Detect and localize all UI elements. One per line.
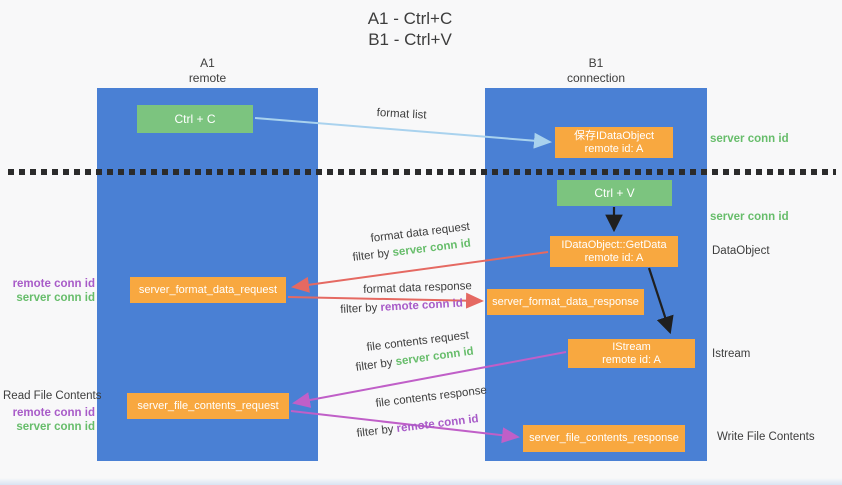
column-b1-subtitle: connection [566,71,626,85]
format-data-response-arrow [287,292,484,309]
server-file-contents-request-node: server_file_contents_request [127,393,289,419]
title-line-b1: B1 - Ctrl+V [368,30,452,49]
left-server-conn-id-2: server conn id [16,421,95,433]
istream-line2: remote id: A [602,353,661,366]
ctrl-v-node: Ctrl + V [557,180,672,206]
format-data-request-arrow [291,251,549,293]
getdata-line1: IDataObject::GetData [561,238,667,251]
left-server-conn-id-1: server conn id [16,292,95,304]
left-remote-conn-id-1: remote conn id [12,278,95,290]
server-format-data-response-node: server_format_data_response [487,289,644,315]
istream-node: IStream remote id: A [568,339,695,368]
istream-line1: IStream [612,340,651,353]
file-contents-response-arrow [290,410,520,444]
bottom-edge-strip [0,478,842,485]
idataobject-getdata-node: IDataObject::GetData remote id: A [550,236,678,267]
getdata-to-istream-arrow [647,267,674,335]
column-b1-name: B1 [588,56,604,70]
column-header-b1: B1 connection [485,56,707,86]
title-line-a1: A1 - Ctrl+C [367,9,453,28]
right-istream-label: Istream [712,348,751,360]
right-server-conn-id-top: server conn id [710,133,789,145]
getdata-line2: remote id: A [584,251,644,264]
file-contents-request-arrow [292,351,567,408]
save-idataobject-line1: 保存IDataObject [573,129,655,142]
server-format-data-request-node: server_format_data_request [130,277,286,303]
column-a1-name: A1 [200,56,215,70]
ctrl-c-label: Ctrl + C [174,111,216,126]
left-remote-conn-id-2: remote conn id [12,407,95,419]
machine-boundary-dashed-line [8,169,836,175]
save-idataobject-line2: remote id: A [584,142,644,155]
left-read-file-contents-label: Read File Contents [3,390,102,402]
diagram-title: A1 - Ctrl+C B1 - Ctrl+V [300,8,520,50]
format-list-arrow-label: format list [376,107,427,122]
right-dataobject-label: DataObject [712,245,770,257]
format-list-arrow [254,117,552,149]
ctrl-v-label: Ctrl + V [594,185,635,200]
format-request-label: server_format_data_request [138,283,278,296]
server-file-contents-response-node: server_file_contents_response [523,425,685,452]
save-idataobject-node: 保存IDataObject remote id: A [555,127,673,158]
file-response-label: server_file_contents_response [529,432,679,444]
ctrl-c-node: Ctrl + C [137,105,253,133]
column-a1-subtitle: remote [188,71,227,85]
right-write-file-contents-label: Write File Contents [717,431,815,443]
format-response-label: server_format_data_response [492,295,639,308]
column-header-a1: A1 remote [97,56,318,86]
file-request-label: server_file_contents_request [137,399,279,412]
filter-prefix: filter by [340,301,381,316]
right-server-conn-id-mid: server conn id [710,211,789,223]
